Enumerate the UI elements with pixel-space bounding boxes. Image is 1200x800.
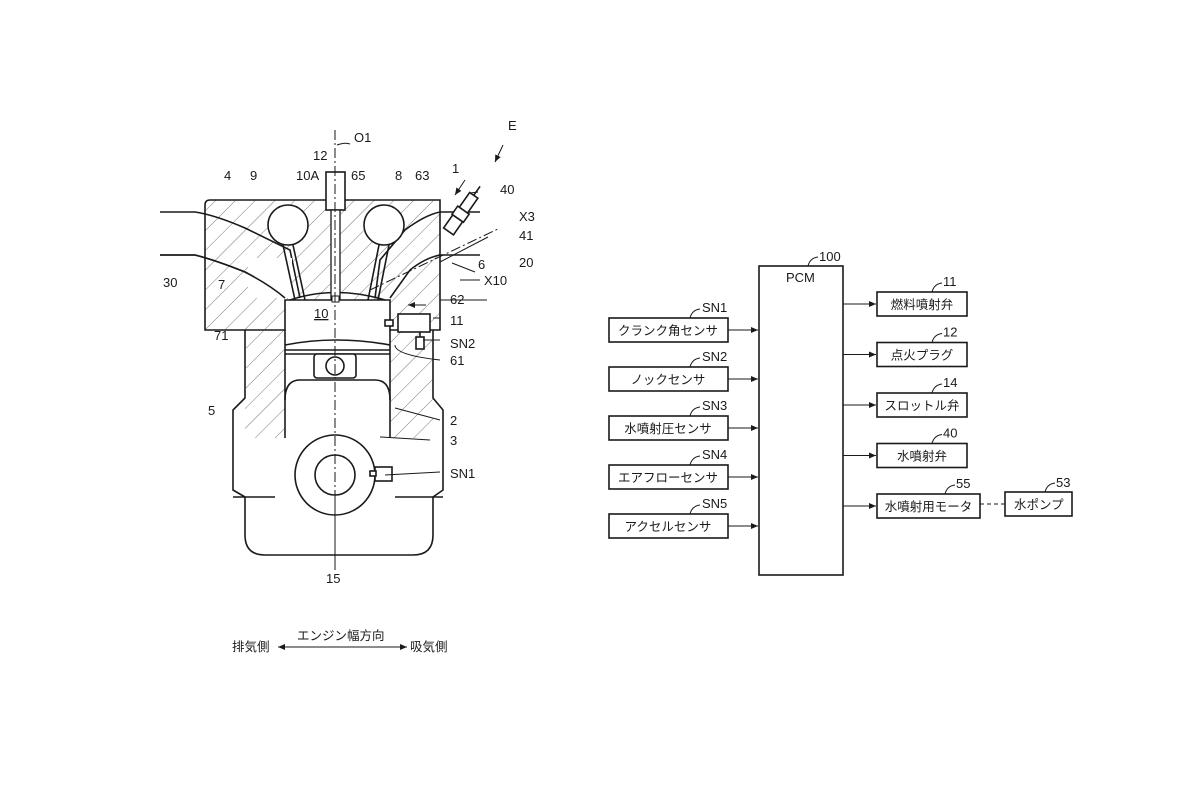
input-label: アクセルセンサ [625, 519, 712, 534]
sensor-sn1 [374, 466, 393, 482]
fuel-injector-11 [397, 313, 431, 333]
label-e: E [508, 118, 517, 133]
output-ref: 14 [943, 375, 957, 390]
output-block-14 [876, 392, 968, 418]
label-20: 20 [519, 255, 533, 270]
input-ref: SN3 [702, 398, 727, 413]
exhaust-valve-9 [267, 204, 309, 246]
label-40: 40 [500, 182, 514, 197]
crankcase [244, 497, 434, 556]
input-label: クランク角センサ [618, 323, 718, 338]
input-label: ノックセンサ [631, 372, 706, 387]
label-30: 30 [163, 275, 177, 290]
label-9: 9 [250, 168, 257, 183]
output-block-11 [876, 291, 968, 317]
label-63: 63 [415, 168, 429, 183]
output-label: 水噴射弁 [897, 449, 947, 464]
label-6: 6 [478, 257, 485, 272]
direction-left: 排気側 [232, 639, 270, 654]
direction-title: エンジン幅方向 [297, 628, 385, 643]
water-pump-ref: 53 [1056, 475, 1070, 490]
engine-cross-section [160, 130, 504, 570]
label-7: 7 [218, 277, 225, 292]
input-ref: SN2 [702, 349, 727, 364]
input-block-sn1 [608, 317, 729, 343]
direction-legend: エンジン幅方向 排気側 吸気側 [232, 628, 448, 654]
output-ref: 40 [943, 426, 957, 441]
exhaust-port [160, 211, 301, 299]
label-71: 71 [214, 328, 228, 343]
label-41: 41 [519, 228, 533, 243]
output-ref: 12 [943, 325, 957, 340]
water-pump-label: 水ポンプ [1014, 497, 1064, 512]
input-label: 水噴射圧センサ [624, 421, 712, 436]
label-10a: 10A [296, 168, 319, 183]
label-2: 2 [450, 413, 457, 428]
block-diagram: PCM 100 クランク角センサ SN1 ノックセンサ SN2 水噴射圧センサ SN3 エア… [608, 249, 1073, 576]
label-62: 62 [450, 292, 464, 307]
water-injector-40 [442, 185, 481, 236]
knock-sensor-sn2 [415, 336, 425, 350]
label-x10: X10 [484, 273, 507, 288]
direction-right: 吸気側 [410, 639, 448, 654]
engine-labels: O1 E 12 4 9 10A 65 8 63 1 40 X3 41 6 20 … [163, 118, 535, 586]
label-o1: O1 [354, 130, 371, 145]
label-61: 61 [450, 353, 464, 368]
input-ref: SN4 [702, 447, 727, 462]
label-8: 8 [395, 168, 402, 183]
label-1: 1 [452, 161, 459, 176]
label-12: 12 [313, 148, 327, 163]
output-ref: 11 [943, 274, 957, 289]
output-ref: 55 [956, 476, 970, 491]
label-5: 5 [208, 403, 215, 418]
label-65: 65 [351, 168, 365, 183]
output-label: スロットル弁 [884, 398, 959, 413]
piston-5 [284, 339, 391, 355]
intake-port [374, 211, 480, 299]
input-ref: SN1 [702, 300, 727, 315]
output-block-40 [876, 442, 968, 469]
output-block-55 [876, 493, 981, 519]
label-10: 10 [314, 306, 328, 321]
input-ref: SN5 [702, 496, 727, 511]
output-label: 点火プラグ [891, 348, 954, 363]
label-11: 11 [450, 313, 464, 328]
pcm-block [758, 265, 844, 576]
output-label: 燃料噴射弁 [891, 297, 954, 312]
output-block-12 [876, 341, 968, 368]
label-15: 15 [326, 571, 340, 586]
pcm-label: PCM [786, 270, 815, 285]
label-sn2: SN2 [450, 336, 475, 351]
input-label: エアフローセンサ [618, 470, 718, 485]
label-3: 3 [450, 433, 457, 448]
output-label: 水噴射用モータ [885, 499, 973, 514]
label-sn1: SN1 [450, 466, 475, 481]
intake-valve-8 [363, 204, 405, 246]
pcm-ref: 100 [819, 249, 841, 264]
axis-x3 [369, 227, 501, 291]
label-x3: X3 [519, 209, 535, 224]
label-4: 4 [224, 168, 231, 183]
